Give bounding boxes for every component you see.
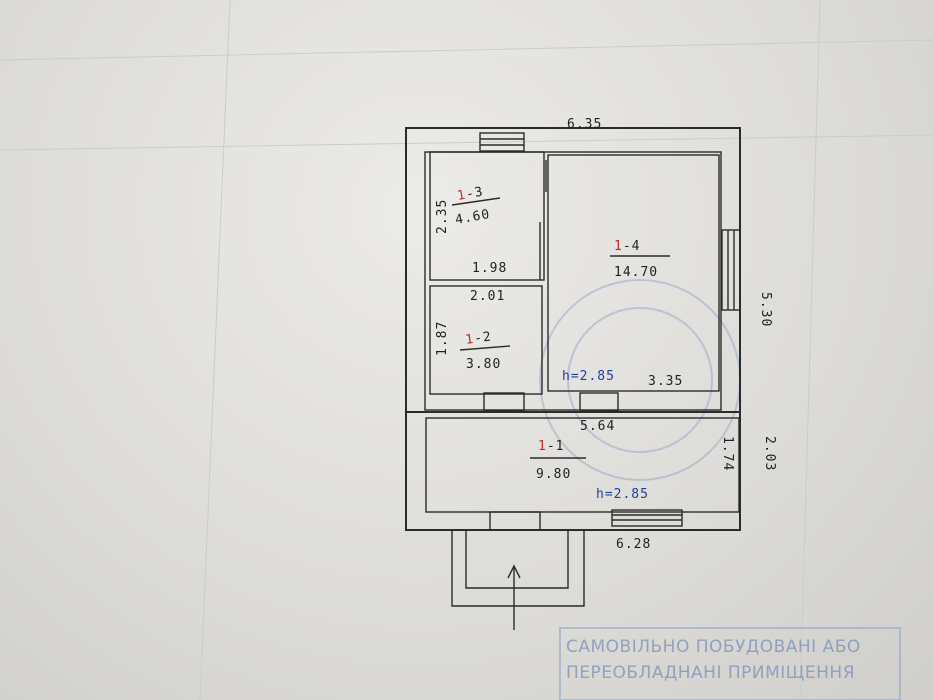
dim-right-upper: 5.30: [758, 292, 773, 327]
dim-top-width: 6.35: [567, 117, 602, 132]
room-1-2-area: 3.80: [466, 357, 501, 372]
door-openings: [483, 160, 619, 531]
entrance-porch: [451, 530, 585, 630]
room-1-4-number: 1-4: [614, 239, 640, 254]
room-1-2-number: 1-2: [464, 329, 492, 348]
dim-corridor-width: 5.64: [580, 419, 615, 434]
stamp-line-1: САМОВІЛЬНО ПОБУДОВАНІ АБО: [566, 637, 861, 657]
room-1-4-width-dim: 3.35: [648, 374, 683, 389]
room-1-1-outline: [425, 417, 740, 513]
room-1-1-number: 1-1: [538, 439, 564, 454]
dim-bottom-width: 6.28: [616, 537, 651, 552]
room-1-2-height-dim: 1.87: [435, 321, 450, 356]
room-1-3-height-dim: 2.35: [435, 199, 450, 234]
room-1-3-outline: [429, 151, 545, 281]
room-1-2-outline: [429, 285, 543, 395]
outer-walls: [405, 127, 741, 531]
room-1-3-number: 1-3: [456, 185, 485, 204]
room-1-4-area: 14.70: [614, 265, 658, 280]
window-top: [479, 132, 525, 152]
room-1-4-ceiling-height: h=2.85: [562, 369, 615, 384]
window-bottom: [611, 509, 683, 527]
room-1-3-fraction-line: [451, 197, 501, 206]
room-1-1-area: 9.80: [536, 467, 571, 482]
dim-corridor-height: 1.74: [720, 436, 735, 471]
room-1-3-width-dim: 1.98: [472, 261, 507, 276]
stamp-line-2: ПЕРЕОБЛАДНАНІ ПРИМІЩЕННЯ: [566, 663, 855, 683]
dim-right-lower: 2.03: [762, 436, 777, 471]
room-1-1-ceiling-height: h=2.85: [596, 487, 649, 502]
room-1-3-area: 4.60: [454, 207, 491, 228]
window-right: [721, 229, 741, 311]
room-1-4-outline: [547, 154, 720, 392]
room-1-2-width-dim: 2.01: [470, 289, 505, 304]
room-1-2-fraction-line: [459, 345, 511, 351]
rectangular-stamp: САМОВІЛЬНО ПОБУДОВАНІ АБО ПЕРЕОБЛАДНАНІ …: [559, 627, 901, 700]
